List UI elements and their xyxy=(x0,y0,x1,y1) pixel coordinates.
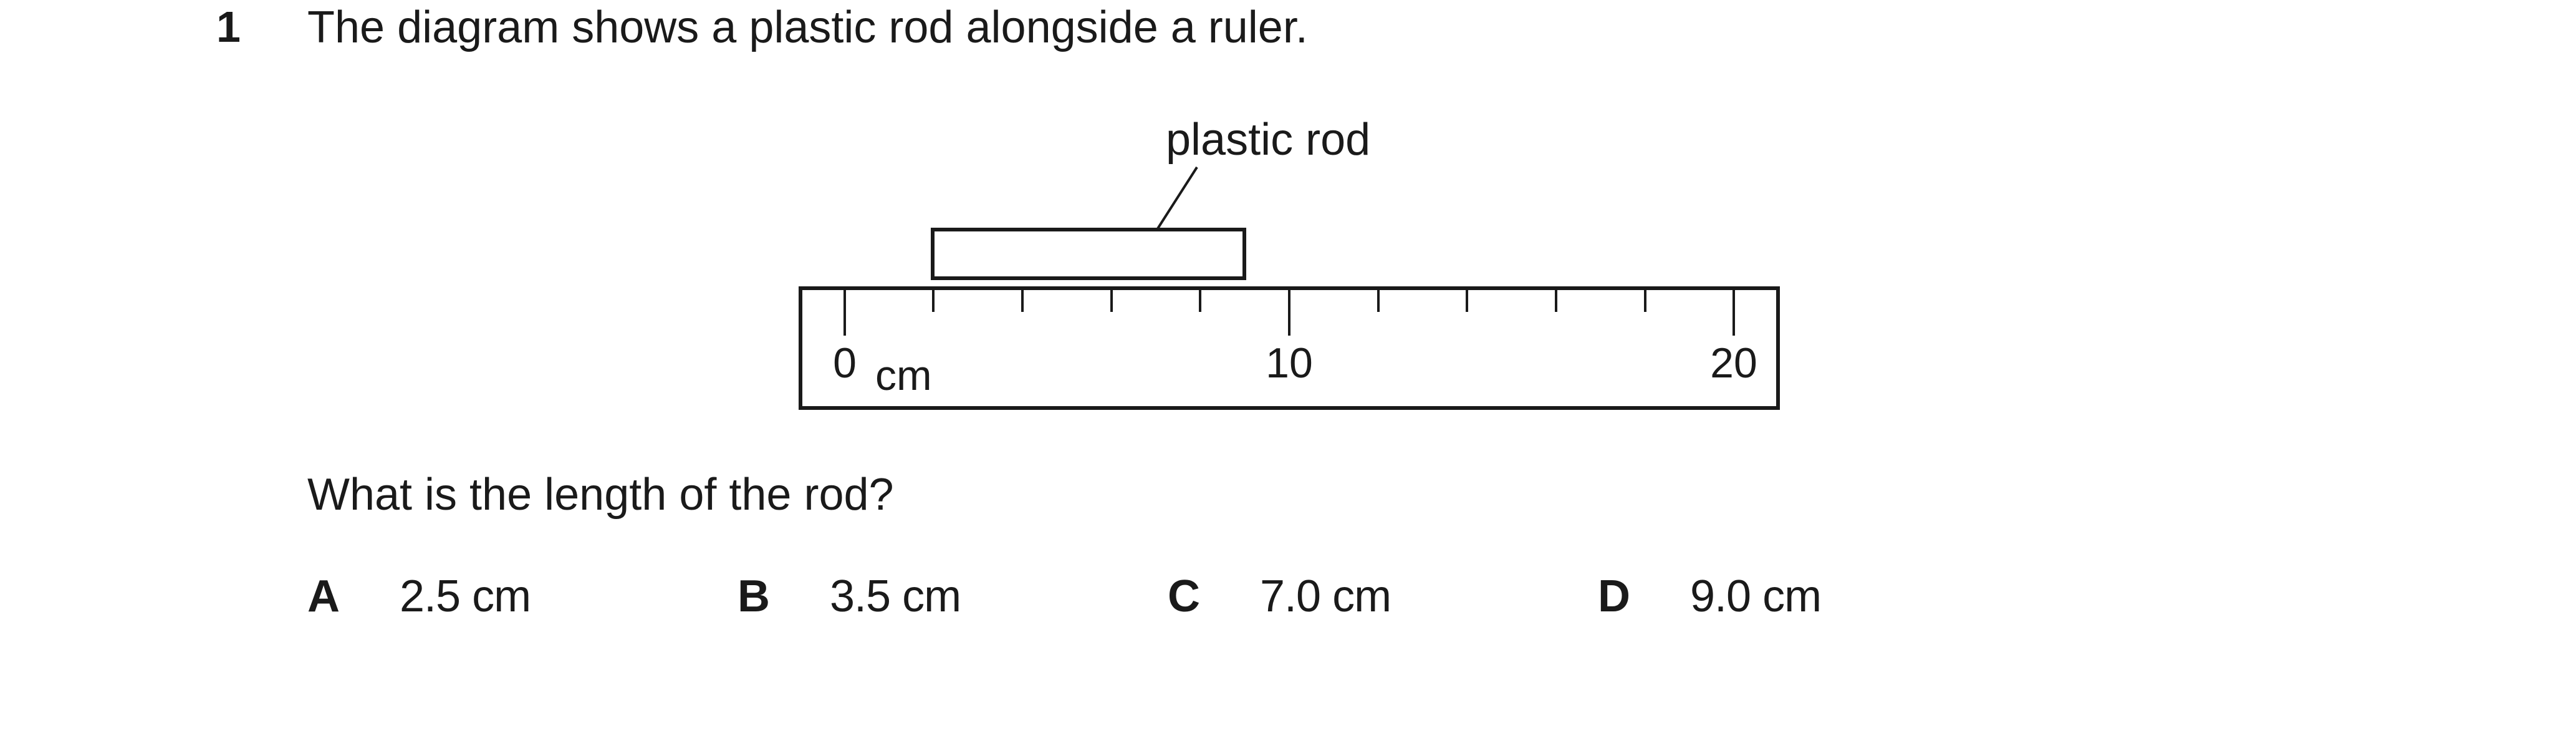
option-value: 7.0 cm xyxy=(1260,571,1391,621)
option-letter: C xyxy=(1168,571,1200,621)
ruler-label-0: 0 xyxy=(833,339,857,387)
ruler-label-20: 20 xyxy=(1710,339,1757,387)
option-letter: B xyxy=(738,571,770,621)
option-value: 9.0 cm xyxy=(1690,571,1822,621)
question-number: 1 xyxy=(216,2,241,51)
option-value: 3.5 cm xyxy=(830,571,961,621)
answer-option-c[interactable]: C 7.0 cm xyxy=(1168,574,1391,619)
question-stem: The diagram shows a plastic rod alongsid… xyxy=(307,2,1308,52)
rod-ruler-diagram: plastic rod 0 cm 10 20 xyxy=(799,115,1780,410)
answer-option-d[interactable]: D 9.0 cm xyxy=(1598,571,1822,621)
question-prompt: What is the length of the rod? xyxy=(307,470,894,520)
answer-option-a[interactable]: A 2.5 cm xyxy=(307,574,531,619)
option-letter: A xyxy=(307,571,340,621)
ruler-unit-label: cm xyxy=(875,352,932,399)
option-value: 2.5 cm xyxy=(400,571,531,621)
answer-option-b[interactable]: B 3.5 cm xyxy=(738,574,961,619)
ruler-ticks xyxy=(843,288,1735,336)
plastic-rod xyxy=(931,228,1246,280)
ruler-label-10: 10 xyxy=(1266,339,1313,387)
option-letter: D xyxy=(1598,571,1630,621)
rod-label: plastic rod xyxy=(1166,115,1370,165)
